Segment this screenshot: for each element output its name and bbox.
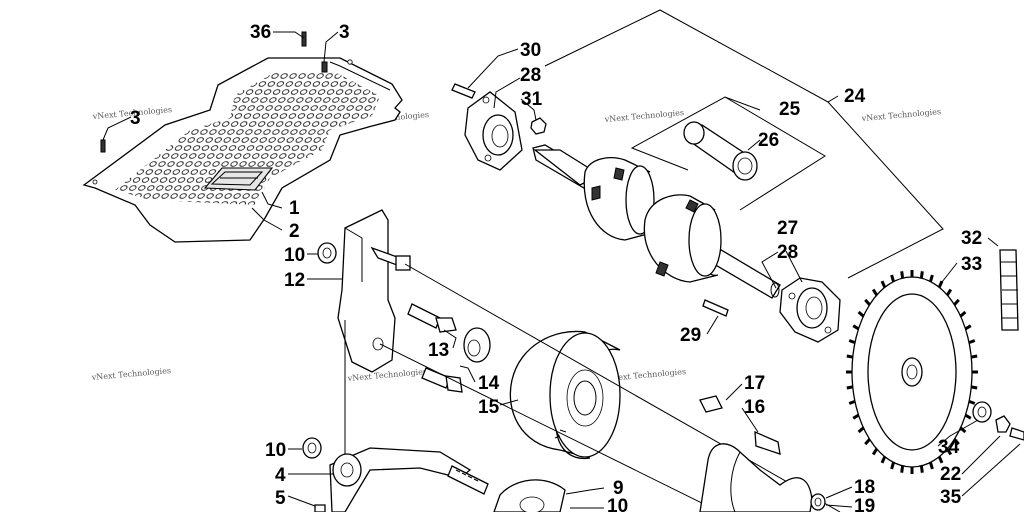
sprocket-tooth	[871, 448, 878, 456]
right-bearing-flange	[702, 277, 841, 343]
perforated-cover-plate	[82, 31, 403, 243]
sprocket-tooth	[846, 385, 853, 390]
drive-chain	[999, 249, 1019, 331]
callout-34: 34	[938, 437, 960, 458]
spacer-tube	[683, 121, 758, 181]
watermark: vNext Technologies	[860, 107, 941, 123]
sprocket-tooth	[852, 413, 860, 420]
sprocket-tooth	[964, 324, 972, 331]
sprocket-tooth	[848, 399, 856, 405]
sprocket-tooth	[846, 354, 853, 359]
bolt-30	[451, 83, 476, 99]
sprocket-tooth	[964, 413, 972, 420]
clip-16	[754, 430, 781, 455]
sprocket-tooth	[953, 438, 960, 446]
sprocket-tooth	[937, 280, 944, 289]
sprocket-tooth	[959, 426, 967, 434]
bolts-and-spacer	[407, 303, 491, 393]
large-sprocket	[851, 276, 973, 468]
sprocket-tooth	[880, 280, 887, 289]
callout-28: 28	[520, 65, 541, 86]
callout-15: 15	[478, 397, 500, 418]
callout-17: 17	[744, 373, 765, 394]
callout-32: 32	[961, 228, 982, 249]
callout-25: 25	[779, 99, 801, 120]
sprocket-tooth	[929, 461, 934, 470]
callout-36: 36	[250, 22, 271, 43]
sprocket-tooth	[929, 274, 934, 283]
sprocket-tooth	[890, 274, 895, 283]
callout-35: 35	[940, 487, 962, 508]
brake-drum	[509, 330, 621, 460]
sprocket-teeth	[846, 270, 978, 474]
sprocket-tooth	[946, 288, 953, 296]
callout-31: 31	[521, 89, 543, 110]
callout-30: 30	[520, 40, 541, 61]
callout-5: 5	[275, 488, 286, 509]
callout-13: 13	[428, 340, 449, 361]
sprocket-tooth	[971, 354, 978, 359]
watermark: vNext Technologies	[346, 367, 427, 383]
nut-31	[530, 117, 547, 135]
watermark: vNext Technologies	[90, 366, 171, 382]
leader-lines	[102, 9, 1021, 509]
callout-14: 14	[478, 373, 500, 394]
callout-27: 27	[777, 218, 798, 239]
sprocket-tooth	[871, 288, 878, 296]
sprocket-tooth	[880, 455, 887, 464]
callout-3: 3	[339, 22, 350, 43]
callout-16: 16	[744, 397, 765, 418]
callout-18: 18	[854, 477, 875, 498]
key-29	[702, 299, 729, 317]
sprocket-tooth	[968, 339, 976, 345]
sprocket-tooth	[864, 298, 871, 306]
watermark: vNext Technologies	[603, 108, 684, 124]
mounting-bracket	[317, 209, 411, 373]
callout-4: 4	[275, 465, 286, 486]
sprocket-fasteners	[972, 401, 1024, 441]
callout-9: 9	[613, 478, 624, 499]
brake-band	[699, 395, 826, 513]
screw-3	[321, 61, 328, 73]
sprocket-tooth	[848, 339, 856, 345]
callout-2: 2	[289, 221, 300, 242]
left-bearing-flange	[451, 83, 547, 171]
screw-36	[301, 31, 307, 47]
callout-10: 10	[284, 245, 305, 266]
callout-22: 22	[940, 464, 961, 485]
callout-10: 10	[265, 440, 286, 461]
callout-10: 10	[607, 496, 628, 512]
sprocket-tooth	[864, 438, 871, 446]
callout-1: 1	[289, 198, 300, 219]
sprocket-tooth	[900, 465, 905, 473]
sprocket-tooth	[971, 385, 978, 390]
callout-19: 19	[854, 496, 875, 512]
sprocket-tooth	[953, 298, 960, 306]
callout-12: 12	[284, 270, 305, 291]
drive-shaft-assembly	[532, 144, 781, 299]
sprocket-tooth	[946, 448, 953, 456]
sprocket-tooth	[959, 310, 967, 318]
pin-17	[699, 395, 723, 413]
callout-3: 3	[130, 108, 141, 129]
sprocket-tooth	[857, 310, 865, 318]
sprocket-tooth	[968, 399, 976, 405]
callout-28: 28	[777, 242, 798, 263]
callout-29: 29	[680, 325, 701, 346]
callout-labels: 36 3 3 1 2 10 12 13 14 15 10 4 5 9 10 30…	[130, 22, 982, 517]
sprocket-tooth	[857, 426, 865, 434]
sprocket-tooth	[919, 271, 924, 279]
callout-24: 24	[844, 86, 866, 107]
sprocket-tooth	[852, 324, 860, 331]
sprocket-tooth	[900, 271, 905, 279]
callout-33: 33	[961, 254, 982, 275]
screw-3	[100, 139, 106, 153]
lower-bracket	[302, 437, 566, 514]
sprocket-tooth	[937, 455, 944, 464]
sprocket-tooth	[919, 465, 924, 473]
sprocket-tooth	[890, 461, 895, 470]
callout-26: 26	[758, 130, 779, 151]
